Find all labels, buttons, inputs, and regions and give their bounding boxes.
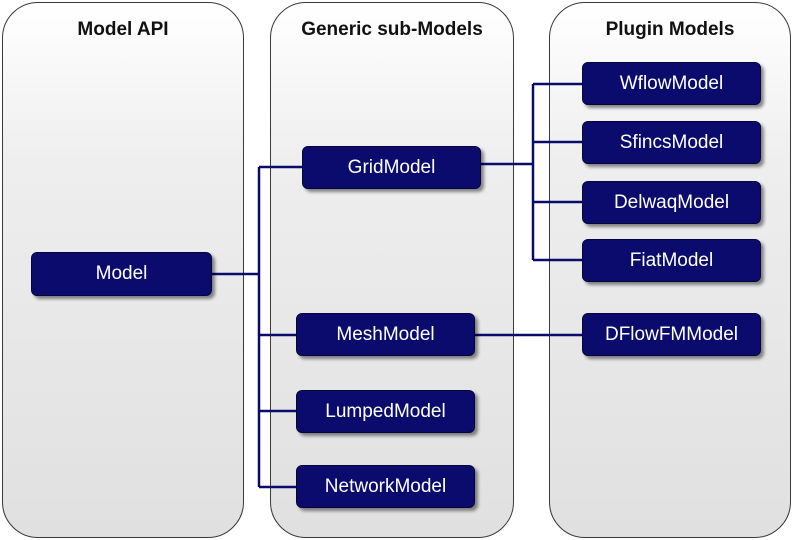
fiat-model-box: FiatModel xyxy=(582,239,761,282)
sfincs-model-box: SfincsModel xyxy=(582,121,761,164)
panel-title-plugin-models: Plugin Models xyxy=(605,19,735,40)
panel-title-model-api: Model API xyxy=(77,19,169,40)
dflowfm-model-box: DFlowFMModel xyxy=(582,313,761,356)
mesh-model-box: MeshModel xyxy=(296,313,475,356)
grid-model-box: GridModel xyxy=(302,146,481,189)
wflow-model-box: WflowModel xyxy=(582,62,761,105)
delwaq-model-box: DelwaqModel xyxy=(582,181,761,224)
panel-title-generic-sub-models: Generic sub-Models xyxy=(301,19,483,40)
network-model-box: NetworkModel xyxy=(296,465,475,508)
panel-generic-sub-models: Generic sub-Models xyxy=(270,2,514,538)
lumped-model-box: LumpedModel xyxy=(296,390,475,433)
model-box: Model xyxy=(31,252,212,296)
